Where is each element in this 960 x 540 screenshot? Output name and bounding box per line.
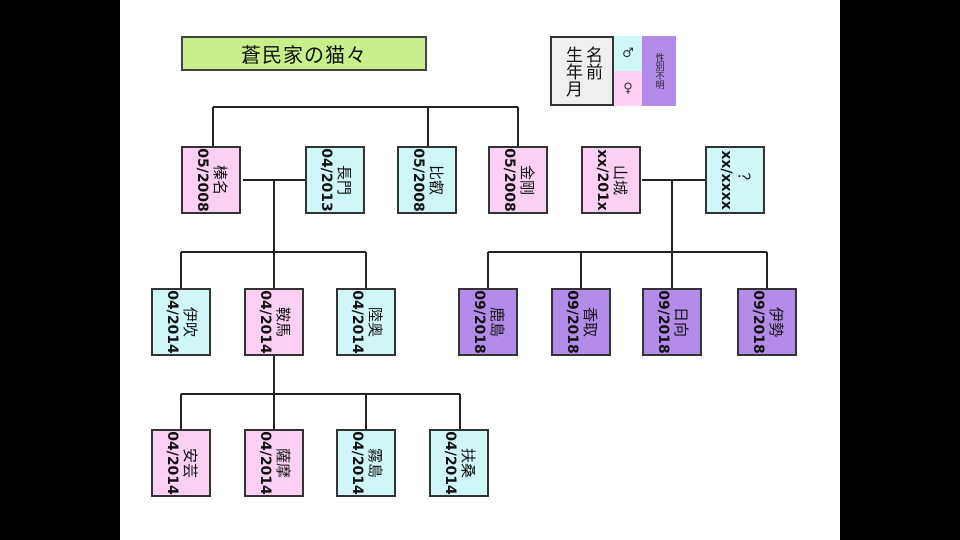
legend-name-label: 名前 <box>582 45 602 80</box>
cat-name: 金剛 <box>518 164 536 195</box>
cat-birth: xx/xxxx <box>718 150 734 210</box>
cat-name: 伊吹 <box>181 306 199 337</box>
cat-birth: 05/2008 <box>410 148 426 212</box>
children-line-group1 <box>180 251 367 288</box>
cat-name: 日向 <box>672 306 690 337</box>
cat-birth: 04/2014 <box>164 431 180 495</box>
cat-name: ？ <box>735 172 753 188</box>
cat-name: 長門 <box>335 164 353 195</box>
cat-name: 鞍馬 <box>274 306 292 337</box>
cat-name: 香取 <box>581 306 599 337</box>
cat-birth: 09/2018 <box>564 290 580 354</box>
cat-birth: 05/2008 <box>501 148 517 212</box>
cat-box-unknown-father: ？xx/xxxx <box>705 146 765 214</box>
cat-name: 榛名 <box>211 164 229 195</box>
cat-birth: 04/2014 <box>349 290 365 354</box>
legend-birth-label: 生年月 <box>562 45 582 97</box>
cat-name: 山城 <box>611 164 629 195</box>
cat-birth: 09/2018 <box>750 290 766 354</box>
cat-birth: 09/2018 <box>655 290 671 354</box>
sibling-line-top <box>212 106 519 146</box>
legend-name-birth: 名前生年月 <box>550 36 614 106</box>
page-title: 蒼民家の猫々 <box>181 36 427 71</box>
legend: 名前生年月 ♂ ♀ 性別不明 <box>550 36 678 108</box>
cat-name: 安芸 <box>181 447 199 478</box>
cat-birth: xx/201x <box>594 149 610 211</box>
cat-name: 薩摩 <box>274 447 292 478</box>
cat-name: 伊勢 <box>767 306 785 337</box>
cat-birth: 09/2018 <box>471 290 487 354</box>
legend-male-symbol: ♂ <box>614 36 642 71</box>
legend-female-symbol: ♀ <box>614 71 642 106</box>
cat-name: 比叡 <box>427 164 445 195</box>
cat-name: 陸奥 <box>366 306 384 337</box>
cat-birth: 04/2014 <box>257 431 273 495</box>
children-line-group2 <box>180 393 461 429</box>
cat-birth: 04/2014 <box>442 431 458 495</box>
legend-unknown-label: 性別不明 <box>653 53 664 89</box>
cat-birth: 04/2014 <box>164 290 180 354</box>
cat-name: 扶桑 <box>459 447 477 478</box>
cat-birth: 04/2013 <box>318 148 334 212</box>
cat-name: 鹿島 <box>488 306 506 337</box>
cat-name: 霧島 <box>366 447 384 478</box>
cat-birth: 05/2008 <box>194 148 210 212</box>
legend-unknown: 性別不明 <box>642 36 676 106</box>
cat-birth: 04/2014 <box>349 431 365 495</box>
cat-birth: 04/2014 <box>257 290 273 354</box>
children-line-group3 <box>487 251 768 288</box>
